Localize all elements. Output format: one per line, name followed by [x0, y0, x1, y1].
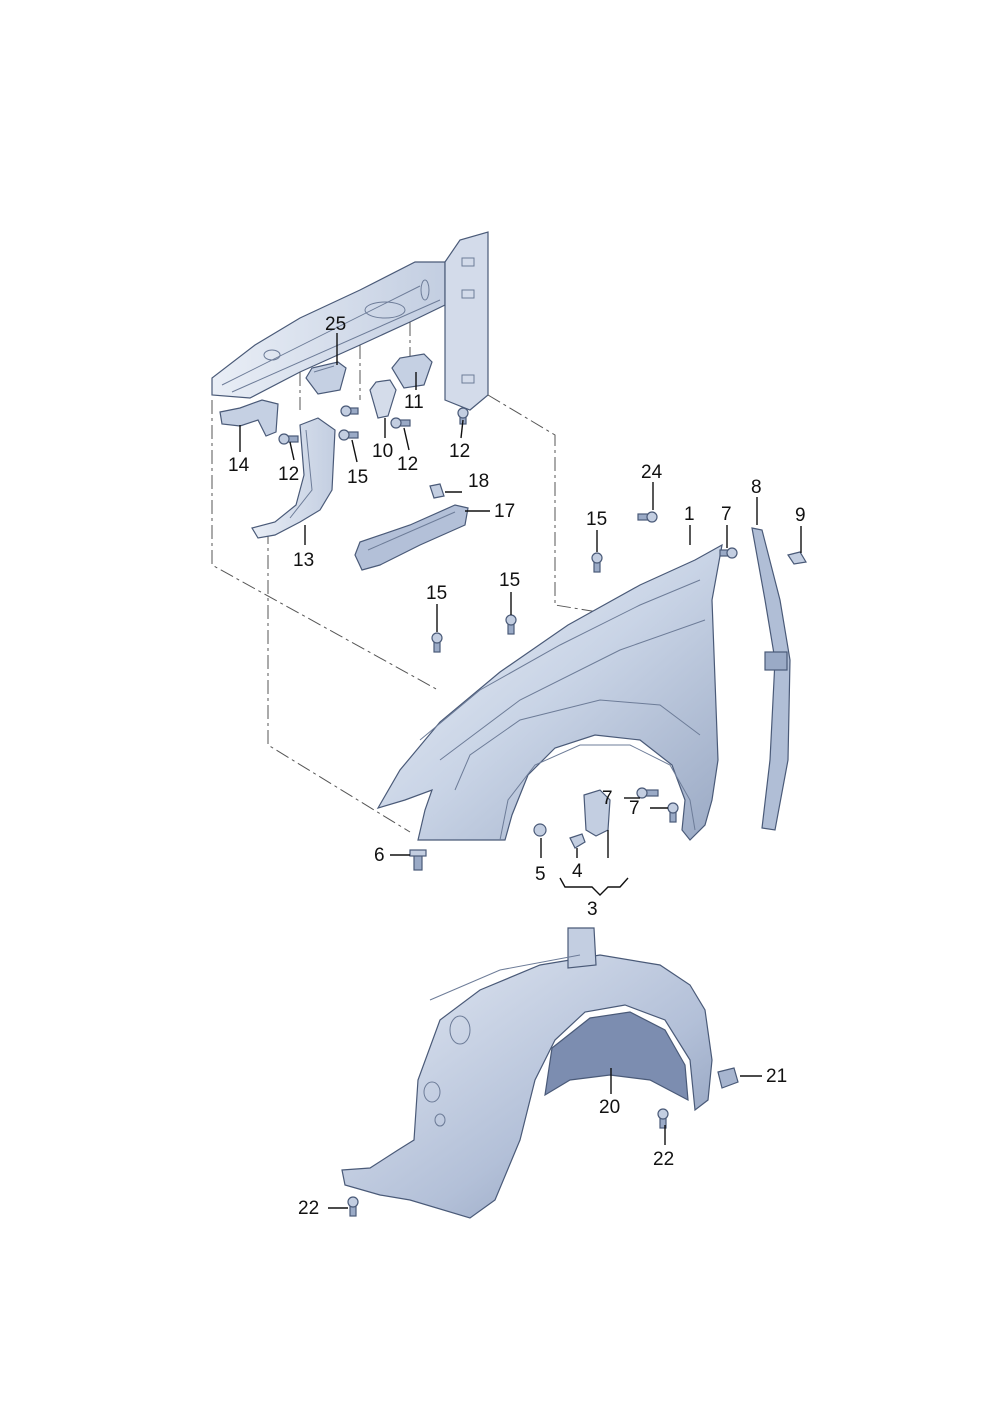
pin-6 — [409, 849, 427, 871]
clip-4 — [569, 833, 586, 849]
callout-4: 4 — [572, 861, 583, 882]
bolt-7-lower — [667, 802, 679, 823]
bolt-24 — [637, 511, 658, 523]
bolt-12-a — [278, 433, 299, 445]
front-fender-1 — [376, 543, 723, 841]
callout-18: 18 — [468, 471, 489, 492]
clip-18 — [429, 483, 445, 499]
bracket-11 — [391, 353, 433, 389]
callout-6: 6 — [374, 845, 385, 866]
bracket-10 — [369, 379, 397, 419]
callout-13: 13 — [293, 550, 314, 571]
callout-3: 3 — [587, 899, 598, 920]
callout-7-upper: 7 — [721, 504, 732, 525]
callout-15-b: 15 — [499, 570, 520, 591]
callout-12-c: 12 — [449, 441, 470, 462]
callout-22-left: 22 — [298, 1198, 319, 1219]
callout-11: 11 — [404, 392, 424, 413]
callout-22-right: 22 — [653, 1149, 674, 1170]
support-13 — [251, 417, 336, 539]
bolt-12-b — [390, 417, 411, 429]
callout-5: 5 — [535, 864, 546, 885]
callout-17: 17 — [494, 501, 515, 522]
bracket-14 — [219, 399, 279, 437]
callout-15-d: 15 — [347, 467, 368, 488]
body-frame-rail — [211, 231, 489, 411]
callout-8: 8 — [751, 477, 762, 498]
bolt-15-c — [431, 632, 443, 653]
callout-15-a: 15 — [586, 509, 607, 530]
seal-strip-8 — [751, 527, 791, 831]
callout-14: 14 — [228, 455, 250, 476]
leader-lines — [239, 333, 802, 1209]
bolt-7-mid — [636, 787, 659, 799]
callout-9: 9 — [795, 505, 806, 526]
callout-1: 1 — [684, 504, 695, 525]
callout-21: 21 — [766, 1066, 787, 1087]
bolt-15-b — [505, 614, 517, 635]
callout-15-c: 15 — [426, 583, 447, 604]
callout-12-b: 12 — [397, 454, 418, 475]
fasteners — [278, 405, 807, 1217]
callout-10: 10 — [372, 441, 393, 462]
bolt-7-upper — [719, 547, 738, 559]
callout-20: 20 — [599, 1097, 620, 1118]
callout-7-lower: 7 — [629, 798, 640, 819]
clip-21 — [717, 1067, 739, 1089]
callout-24: 24 — [641, 462, 663, 483]
callout-7-mid: 7 — [602, 788, 613, 809]
bolt-25-screw — [340, 405, 359, 417]
bolt-22-right — [657, 1108, 669, 1129]
callout-25: 25 — [325, 314, 346, 335]
nut-5 — [533, 823, 547, 837]
wheel-housing-liner-20 — [341, 927, 713, 1219]
bolt-22-left — [347, 1196, 359, 1217]
bracket-17 — [354, 504, 469, 571]
clip-9 — [787, 551, 807, 565]
bolt-15-d — [338, 429, 359, 441]
bracket-25 — [305, 361, 347, 395]
bolt-15-a — [591, 552, 603, 573]
alignment-lines — [211, 322, 599, 833]
callout-labels: 1 24 7 8 9 15 15 15 15 7 7 6 5 4 3 20 21… — [228, 314, 806, 1219]
callout-12-a: 12 — [278, 464, 299, 485]
